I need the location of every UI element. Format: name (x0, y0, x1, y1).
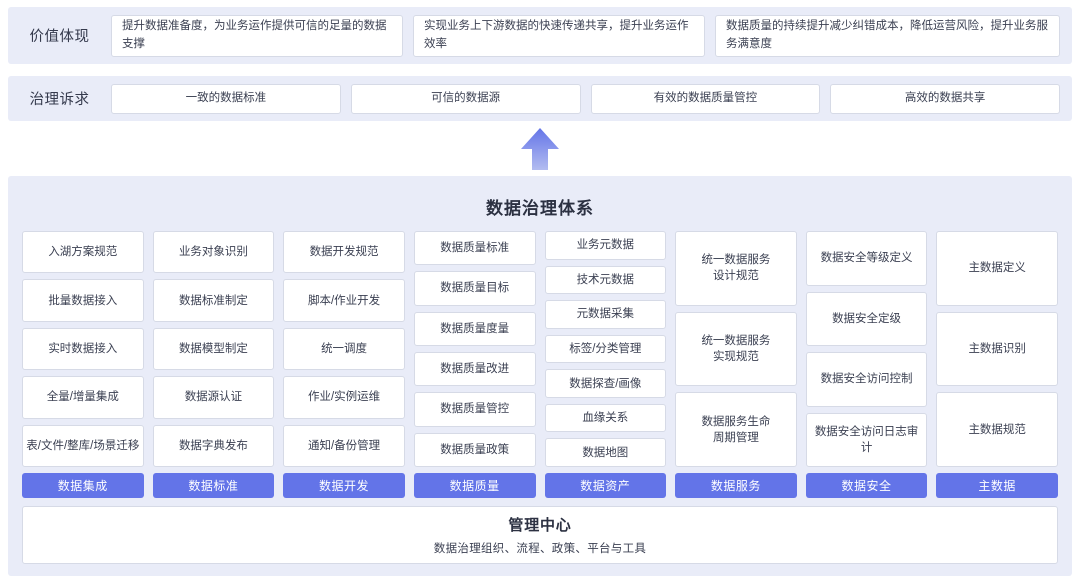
capability-card[interactable]: 数据质量标准 (413, 231, 536, 266)
capability-card[interactable]: 数据探查/画像 (544, 369, 667, 398)
capability-card[interactable]: 主数据定义 (936, 231, 1058, 306)
capability-card[interactable]: 数据质量政策 (413, 432, 536, 467)
diagram-root: 价值体现 提升数据准备度，为业务运作提供可信的足量的数据支撑 实现业务上下游数据… (0, 7, 1080, 584)
capability-card[interactable]: 数据服务生命 周期管理 (675, 392, 797, 468)
category-bar[interactable]: 数据安全 (805, 473, 928, 498)
value-row-boxes: 提升数据准备度，为业务运作提供可信的足量的数据支撑 实现业务上下游数据的快速传递… (111, 14, 1072, 57)
capability-card[interactable]: 统一调度 (283, 327, 405, 371)
column-items: 主数据定义 主数据识别 主数据规范 (936, 231, 1058, 468)
capability-card[interactable]: 数据源认证 (152, 376, 275, 419)
capability-card[interactable]: 入湖方案规范 (22, 231, 144, 274)
management-center-title: 管理中心 (508, 517, 572, 534)
capability-card[interactable]: 数据模型制定 (152, 327, 275, 371)
column-items: 业务对象识别 数据标准制定 数据模型制定 数据源认证 数据字典发布 (152, 231, 275, 468)
value-card[interactable]: 提升数据准备度，为业务运作提供可信的足量的数据支撑 (111, 14, 403, 57)
governance-system-panel: 数据治理体系 入湖方案规范 批量数据接入 实时数据接入 全量/增量集成 表/文件… (8, 176, 1072, 576)
management-center-card[interactable]: 管理中心 数据治理组织、流程、政策、平台与工具 (22, 506, 1058, 564)
demand-card[interactable]: 高效的数据共享 (830, 83, 1060, 114)
capability-card[interactable]: 标签/分类管理 (544, 334, 667, 364)
arrow-up-icon (521, 127, 559, 170)
capability-card[interactable]: 全量/增量集成 (22, 376, 144, 419)
capability-card[interactable]: 统一数据服务 实现规范 (675, 311, 797, 387)
column-items: 数据安全等级定义 数据安全定级 数据安全访问控制 数据安全访问日志审计 (805, 231, 928, 467)
demand-card[interactable]: 有效的数据质量管控 (590, 83, 821, 114)
capability-card[interactable]: 数据安全访问日志审计 (805, 412, 928, 467)
category-bar[interactable]: 数据标准 (152, 473, 275, 498)
demand-card[interactable]: 可信的数据源 (350, 83, 581, 114)
capability-card[interactable]: 主数据规范 (936, 392, 1058, 468)
capability-card[interactable]: 数据地图 (544, 438, 667, 468)
capability-card[interactable]: 数据安全定级 (805, 291, 928, 346)
column-items: 数据质量标准 数据质量目标 数据质量度量 数据质量改进 数据质量管控 数据质量政… (413, 231, 536, 467)
governance-column-data-service: 统一数据服务 设计规范 统一数据服务 实现规范 数据服务生命 周期管理 数据服务 (675, 231, 797, 498)
category-bar[interactable]: 数据集成 (22, 473, 144, 498)
category-bar[interactable]: 数据质量 (413, 473, 536, 498)
capability-card[interactable]: 通知/备份管理 (283, 424, 405, 468)
governance-column-data-development: 数据开发规范 脚本/作业开发 统一调度 作业/实例运维 通知/备份管理 数据开发 (283, 231, 405, 498)
column-items: 数据开发规范 脚本/作业开发 统一调度 作业/实例运维 通知/备份管理 (283, 231, 405, 468)
capability-card[interactable]: 脚本/作业开发 (283, 279, 405, 322)
column-items: 统一数据服务 设计规范 统一数据服务 实现规范 数据服务生命 周期管理 (675, 231, 797, 468)
demand-row-boxes: 一致的数据标准 可信的数据源 有效的数据质量管控 高效的数据共享 (111, 83, 1072, 114)
capability-card[interactable]: 批量数据接入 (22, 279, 144, 322)
governance-column-data-asset: 业务元数据 技术元数据 元数据采集 标签/分类管理 数据探查/画像 血缘关系 数… (544, 231, 667, 498)
capability-card[interactable]: 数据安全等级定义 (805, 231, 928, 286)
capability-card[interactable]: 表/文件/整库/场景迁移 (22, 424, 144, 468)
capability-card[interactable]: 技术元数据 (544, 265, 667, 295)
capability-card[interactable]: 血缘关系 (544, 403, 667, 433)
page-title: 数据治理体系 (486, 199, 594, 218)
capability-card[interactable]: 业务元数据 (544, 231, 667, 260)
governance-column-data-integration: 入湖方案规范 批量数据接入 实时数据接入 全量/增量集成 表/文件/整库/场景迁… (22, 231, 144, 498)
governance-column-data-quality: 数据质量标准 数据质量目标 数据质量度量 数据质量改进 数据质量管控 数据质量政… (413, 231, 536, 498)
value-card[interactable]: 数据质量的持续提升减少纠错成本，降低运营风险，提升业务服务满意度 (715, 14, 1060, 57)
capability-card[interactable]: 元数据采集 (544, 300, 667, 329)
governance-column-master-data: 主数据定义 主数据识别 主数据规范 主数据 (936, 231, 1058, 498)
category-bar[interactable]: 数据服务 (675, 473, 797, 498)
capability-card[interactable]: 业务对象识别 (152, 231, 275, 274)
column-items: 入湖方案规范 批量数据接入 实时数据接入 全量/增量集成 表/文件/整库/场景迁… (22, 231, 144, 468)
governance-demand-row: 治理诉求 一致的数据标准 可信的数据源 有效的数据质量管控 高效的数据共享 (8, 76, 1072, 121)
governance-column-data-standard: 业务对象识别 数据标准制定 数据模型制定 数据源认证 数据字典发布 数据标准 (152, 231, 275, 498)
demand-card[interactable]: 一致的数据标准 (111, 83, 341, 114)
governance-grid: 入湖方案规范 批量数据接入 实时数据接入 全量/增量集成 表/文件/整库/场景迁… (22, 231, 1058, 498)
arrow-up-container (0, 121, 1080, 176)
capability-card[interactable]: 数据开发规范 (283, 231, 405, 274)
governance-column-data-security: 数据安全等级定义 数据安全定级 数据安全访问控制 数据安全访问日志审计 数据安全 (805, 231, 928, 498)
capability-card[interactable]: 数据安全访问控制 (805, 352, 928, 407)
column-items: 业务元数据 技术元数据 元数据采集 标签/分类管理 数据探查/画像 血缘关系 数… (544, 231, 667, 468)
category-bar[interactable]: 数据资产 (544, 473, 667, 498)
value-card[interactable]: 实现业务上下游数据的快速传递共享，提升业务运作效率 (413, 14, 705, 57)
capability-card[interactable]: 数据质量改进 (413, 351, 536, 387)
category-bar[interactable]: 数据开发 (283, 473, 405, 498)
capability-card[interactable]: 数据质量度量 (413, 311, 536, 346)
capability-card[interactable]: 数据质量目标 (413, 271, 536, 306)
value-row-label: 价值体现 (29, 29, 90, 45)
demand-row-label: 治理诉求 (29, 92, 90, 108)
category-bar[interactable]: 主数据 (936, 473, 1058, 498)
capability-card[interactable]: 数据字典发布 (152, 424, 275, 468)
capability-card[interactable]: 主数据识别 (936, 311, 1058, 387)
capability-card[interactable]: 统一数据服务 设计规范 (675, 231, 797, 306)
value-manifestation-row: 价值体现 提升数据准备度，为业务运作提供可信的足量的数据支撑 实现业务上下游数据… (8, 7, 1072, 64)
capability-card[interactable]: 作业/实例运维 (283, 376, 405, 419)
capability-card[interactable]: 数据标准制定 (152, 279, 275, 322)
capability-card[interactable]: 数据质量管控 (413, 392, 536, 427)
capability-card[interactable]: 实时数据接入 (22, 327, 144, 371)
management-center-subtitle: 数据治理组织、流程、政策、平台与工具 (433, 543, 647, 555)
